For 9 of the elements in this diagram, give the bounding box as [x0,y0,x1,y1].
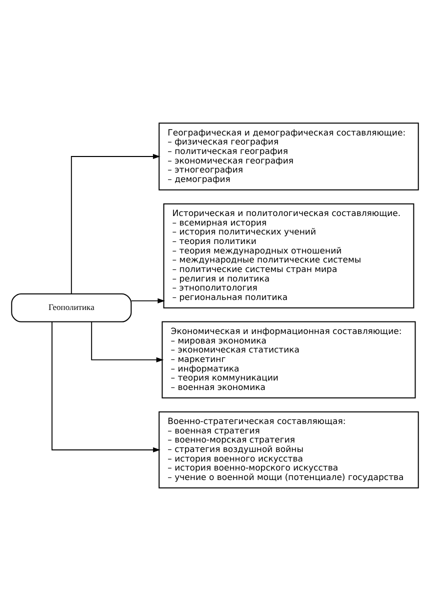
node-box: Геополитика [11,292,132,322]
node-box: Экономическая и информационная составляющие: – мировая экономика – экономическая статистика – маркетинг – информатика – теория коммуникации – военная экономика [162,320,416,398]
node-box: Военно-стратегическая составляющая: – военная стратегия – военно-морская стратегия – стратегия воздушной войны – история военного искусства – история военно-морского искусства – учение о военной мощи (потенциале) государства [158,410,419,488]
arrow [130,298,165,303]
arrow [91,321,164,362]
node-box: Географическая и демографическая составляющие: – физическая география – политическая география – экономическая география – этногеография – демография [158,122,419,190]
node-box: Историческая и политологическая составляющие. – всемирная история – история политических учений – теория политики – теория международных отношений – международные политические системы – политические системы стран мира – религия и политика – этнополитология – региональная политика [163,202,414,308]
arrow [70,153,160,294]
arrow [52,321,160,452]
